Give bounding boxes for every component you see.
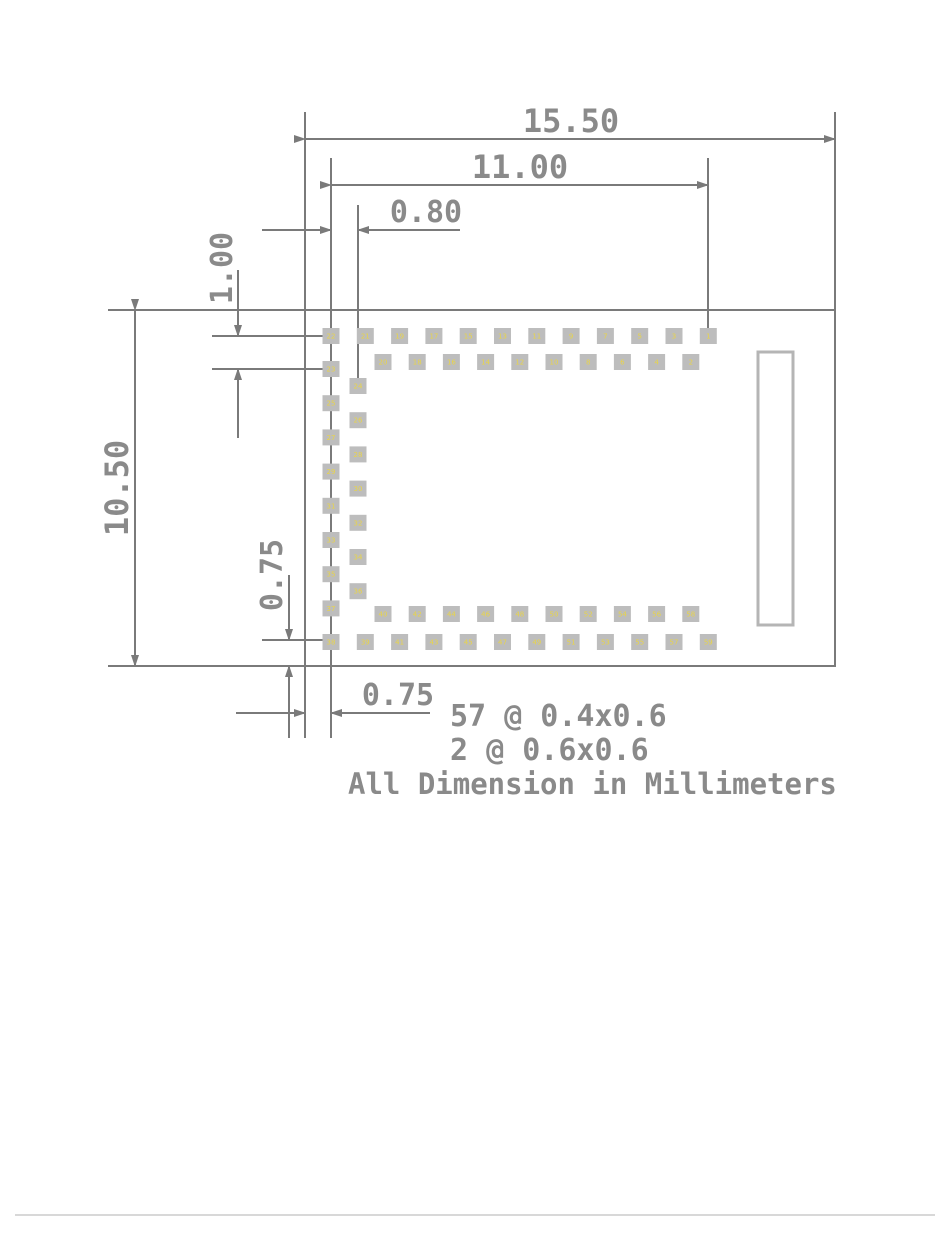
pad-label: 57 (670, 639, 679, 647)
note-pad-count-large: 2 @ 0.6x0.6 (450, 733, 649, 768)
pad-label: 50 (550, 611, 559, 619)
pad-label: 53 (601, 639, 610, 647)
pad-label: 58 (686, 611, 695, 619)
pad-label: 5 (637, 333, 641, 341)
pad-label: 51 (567, 639, 576, 647)
pad-label: 30 (354, 485, 363, 493)
dim-pad-span-width: 11.00 (472, 148, 568, 186)
pad-label: 7 (603, 333, 607, 341)
pad-label: 2 (689, 359, 693, 367)
dim-overall-width: 15.50 (523, 102, 619, 140)
pad-label: 31 (327, 502, 336, 510)
pad-label: 45 (464, 639, 473, 647)
pad-label: 42 (413, 611, 422, 619)
pad-label: 8 (586, 359, 590, 367)
pad-label: 47 (498, 639, 507, 647)
pad-label: 28 (354, 451, 363, 459)
pad-label: 33 (327, 537, 336, 545)
pad-label: 1 (706, 333, 710, 341)
pad-label: 59 (704, 639, 713, 647)
note-pad-count-small: 57 @ 0.4x0.6 (450, 699, 667, 734)
pad-label: 6 (620, 359, 625, 367)
pad-label: 40 (379, 611, 388, 619)
pad-label: 16 (447, 359, 456, 367)
pad-label: 49 (532, 639, 541, 647)
pad-label: 9 (569, 333, 573, 341)
pad-label: 34 (354, 554, 363, 562)
pad-label: 41 (395, 639, 404, 647)
pad-label: 3 (672, 333, 676, 341)
pad-label: 24 (354, 383, 363, 391)
pad-label: 35 (327, 571, 336, 579)
pad-label: 37 (327, 605, 336, 613)
pad-label: 10 (550, 359, 559, 367)
pad-label: 52 (584, 611, 593, 619)
pad-label: 55 (635, 639, 644, 647)
note-units: All Dimension in Millimeters (348, 767, 837, 801)
pad-label: 38 (327, 639, 336, 647)
dim-overall-height: 10.50 (98, 440, 136, 536)
pad-label: 54 (618, 611, 627, 619)
pad-label: 39 (361, 639, 370, 647)
antenna-keepout (758, 352, 793, 625)
pad-label: 19 (395, 333, 404, 341)
pad-label: 32 (354, 519, 363, 527)
pad-label: 46 (481, 611, 490, 619)
dim-left-offset: 0.75 (362, 678, 434, 713)
pad-label: 48 (515, 611, 524, 619)
pad-label: 12 (515, 359, 524, 367)
pad-label: 17 (429, 333, 438, 341)
pad-label: 15 (464, 333, 473, 341)
dim-bottom-offset: 0.75 (255, 539, 290, 611)
pad-label: 11 (532, 333, 541, 341)
pad-label: 21 (361, 333, 370, 341)
pad-label: 14 (481, 359, 490, 367)
pad-label: 56 (652, 611, 661, 619)
pad-label: 36 (354, 588, 363, 596)
pad-label: 4 (654, 359, 659, 367)
pad-label: 18 (413, 359, 422, 367)
pad-label: 43 (429, 639, 438, 647)
pad-label: 27 (327, 434, 336, 442)
dim-top-offset: 1.00 (205, 232, 240, 304)
pad-label: 44 (447, 611, 456, 619)
pad-label: 22 (327, 333, 336, 341)
dim-pad-pitch: 0.80 (390, 195, 462, 230)
pad-label: 20 (379, 359, 388, 367)
dimension-lines (135, 139, 835, 738)
pad-label: 13 (498, 333, 507, 341)
pad-label: 29 (327, 468, 336, 476)
pad-label: 25 (327, 400, 336, 408)
pad-label: 23 (327, 366, 336, 374)
pad-label: 26 (354, 417, 363, 425)
pad-array: 2221191715131197531201816141210864223252… (323, 328, 717, 650)
